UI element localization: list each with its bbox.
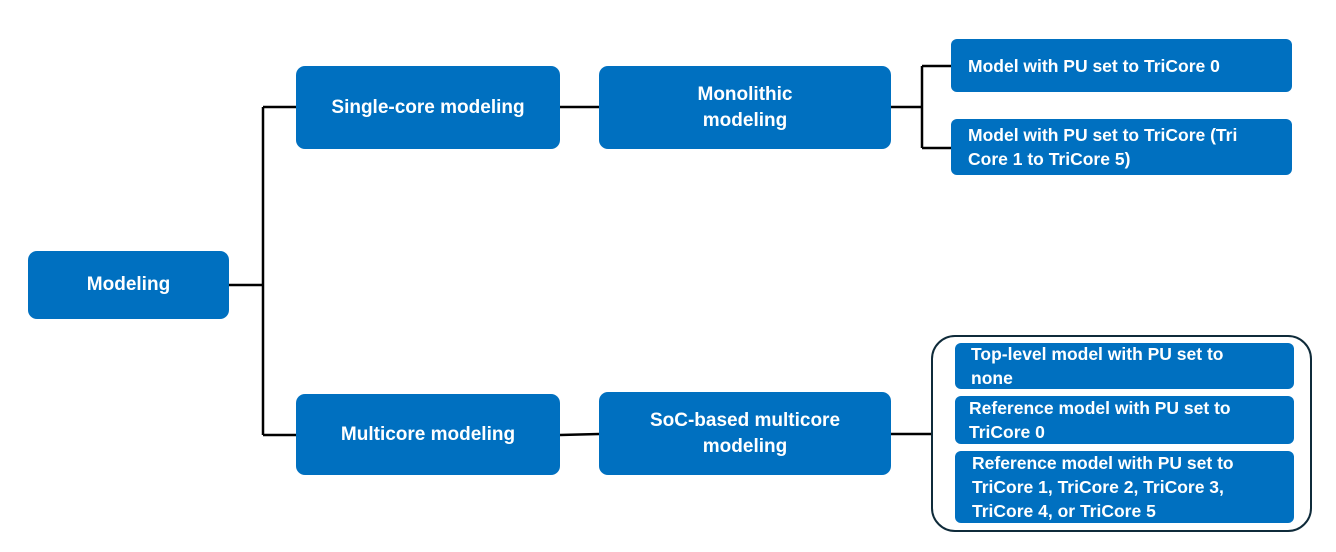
leaf-model-pu-tricore-0: Model with PU set to TriCore 0 [951, 39, 1292, 92]
leaf-model-pu-tricore-1-to-5-line-1: Model with PU set to TriCore (Tri [968, 125, 1238, 145]
node-single-core-modeling: Single-core modeling [296, 66, 560, 149]
leaf-reference-tricore-1-5-line-1: Reference model with PU set to [972, 453, 1234, 473]
leaf-reference-tricore-1-5-line-2: TriCore 1, TriCore 2, TriCore 3, [972, 477, 1224, 497]
node-soc-based-multicore-modeling: SoC-based multicore modeling [599, 392, 891, 475]
leaf-model-pu-tricore-1-to-5: Model with PU set to TriCore (Tri Core 1… [951, 119, 1292, 175]
leaf-model-pu-tricore-1-to-5-line-2: Core 1 to TriCore 5) [968, 149, 1131, 169]
leaf-reference-tricore-1-5-line-3: TriCore 4, or TriCore 5 [972, 501, 1156, 521]
leaf-top-level-model-pu-none: Top-level model with PU set to none [955, 343, 1294, 389]
node-soc-line-2: modeling [702, 435, 788, 457]
leaf-reference-model-pu-tricore-0: Reference model with PU set to TriCore 0 [955, 396, 1294, 444]
node-monolithic-line-1: Monolithic [697, 83, 793, 105]
leaf-top-level-line-1: Top-level model with PU set to [971, 344, 1224, 364]
node-multicore-modeling: Multicore modeling [296, 394, 560, 475]
connector-multi-to-soc [559, 432, 600, 437]
leaf-model-pu-tricore-0-line-1: Model with PU set to TriCore 0 [968, 55, 1220, 76]
node-single-core-label: Single-core modeling [331, 96, 525, 118]
leaf-reference-tricore-0-line-2: TriCore 0 [969, 422, 1045, 442]
leaf-top-level-line-2: none [971, 368, 1013, 388]
node-soc-line-1: SoC-based multicore [649, 409, 841, 431]
leaf-reference-tricore-0-line-1: Reference model with PU set to [969, 398, 1231, 418]
leaf-reference-model-pu-tricore-1-to-5: Reference model with PU set to TriCore 1… [955, 451, 1294, 523]
node-modeling: Modeling [28, 251, 229, 319]
node-monolithic-modeling: Monolithic modeling [599, 66, 891, 149]
node-multicore-label: Multicore modeling [340, 423, 516, 445]
node-monolithic-line-2: modeling [702, 109, 788, 131]
node-modeling-label: Modeling [86, 274, 171, 295]
